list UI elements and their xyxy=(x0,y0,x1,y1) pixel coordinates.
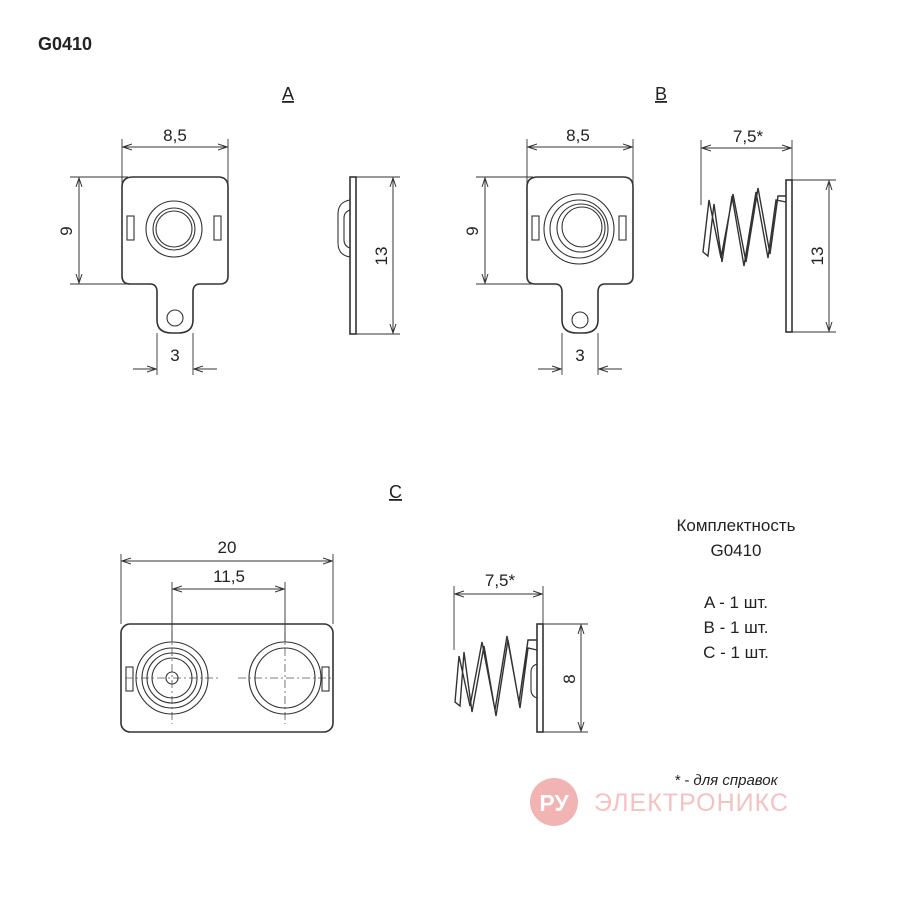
contact-a-ring-inner xyxy=(152,207,196,251)
contact-b-ring-outer xyxy=(543,193,615,265)
contact-c-slot-left xyxy=(125,666,134,692)
contact-c-slot-right xyxy=(321,666,330,692)
contact-b-slot-right xyxy=(618,215,627,241)
dim-a-side: 13 xyxy=(372,247,391,266)
dim-b-side: 13 xyxy=(808,247,827,266)
kit-code: G0410 xyxy=(710,541,761,560)
contact-a-slot-right xyxy=(213,215,222,241)
contact-a-side-boss xyxy=(337,199,351,258)
watermark-badge-circle xyxy=(530,778,578,826)
dim-b-spring: 7,5* xyxy=(733,127,764,146)
contact-c-side-plate xyxy=(536,623,544,733)
kit-item-b: B - 1 шт. xyxy=(704,618,769,637)
contact-b-side-plate xyxy=(785,179,793,333)
contact-a-side-plate xyxy=(349,176,357,335)
reference-note: * - для справок xyxy=(674,772,778,789)
contact-b-spring-coil-3 xyxy=(561,206,603,248)
view-c-label: C xyxy=(389,482,402,502)
view-b: B 8,5 9 3 7,5* 13 xyxy=(463,84,836,375)
contact-c-spring-side xyxy=(454,635,538,717)
contact-c-boss-ring-3 xyxy=(151,657,193,699)
dim-a-tab: 3 xyxy=(170,346,179,365)
kit-heading: Комплектность xyxy=(676,516,795,535)
contact-a-ring-core xyxy=(155,210,193,248)
kit-contents: Комплектность G0410 A - 1 шт. B - 1 шт. … xyxy=(676,516,795,662)
contact-a-tab-hole xyxy=(166,309,184,327)
contact-c-boss-center xyxy=(165,671,179,685)
contact-c-boss-ring-1 xyxy=(141,647,203,709)
dim-c-spring: 7,5* xyxy=(485,571,516,590)
contact-b-spring-side xyxy=(702,187,787,267)
view-c: C 20 11,5 7,5* xyxy=(120,482,588,733)
view-a-label: A xyxy=(282,84,294,104)
contact-b-tab-hole xyxy=(571,311,589,329)
contact-c-spring-inner xyxy=(254,647,316,709)
kit-item-a: A - 1 шт. xyxy=(704,593,768,612)
watermark-badge: РУ xyxy=(539,790,569,816)
contact-b-spring-coil-1 xyxy=(549,199,609,259)
dim-c-width: 20 xyxy=(218,538,237,557)
contact-a-plate xyxy=(121,176,229,334)
watermark: РУ ЭЛЕКТРОНИКС xyxy=(530,778,789,826)
contact-b-spring-coil-2 xyxy=(556,203,606,253)
watermark-text: ЭЛЕКТРОНИКС xyxy=(594,789,789,817)
dim-c-side: 8 xyxy=(560,674,579,683)
contact-a-ring-outer xyxy=(145,200,203,258)
dim-a-width: 8,5 xyxy=(163,126,187,145)
drawing-title: G0410 xyxy=(38,34,92,54)
dim-a-height: 9 xyxy=(57,226,76,235)
contact-b-slot-left xyxy=(531,215,540,241)
dim-b-tab: 3 xyxy=(575,346,584,365)
contact-a-slot-left xyxy=(126,215,135,241)
view-a: A 8,5 9 3 13 xyxy=(57,84,400,375)
dim-b-height: 9 xyxy=(463,226,482,235)
view-b-label: B xyxy=(655,84,667,104)
contact-c-boss-ring-2 xyxy=(146,652,198,704)
dim-b-width: 8,5 xyxy=(566,126,590,145)
kit-item-c: C - 1 шт. xyxy=(703,643,769,662)
contact-c-plate xyxy=(120,623,334,733)
dim-c-pitch: 11,5 xyxy=(213,567,245,586)
